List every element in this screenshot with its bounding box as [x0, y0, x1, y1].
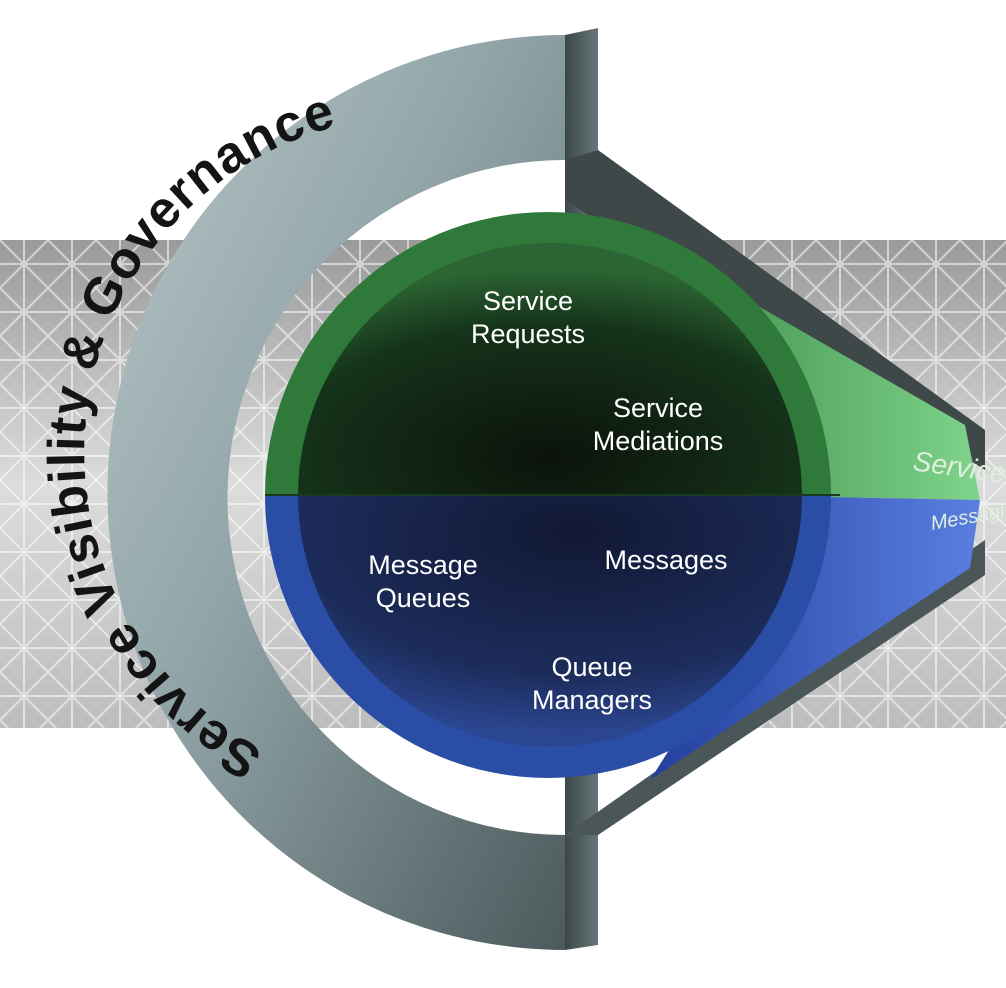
- queue-managers-item: Queue Managers: [532, 652, 652, 715]
- svg-text:Managers: Managers: [532, 685, 652, 715]
- service-requests-item: Service Requests: [471, 286, 585, 349]
- svg-text:Mediations: Mediations: [593, 426, 724, 456]
- service-mediations-item: Service Mediations: [593, 393, 724, 456]
- core-disk: [265, 212, 840, 778]
- svg-text:Message: Message: [368, 550, 478, 580]
- top-half: [298, 243, 802, 495]
- svg-text:Queues: Queues: [376, 583, 471, 613]
- svg-text:Messages: Messages: [604, 545, 727, 575]
- svg-text:Service: Service: [483, 286, 573, 316]
- svg-text:Requests: Requests: [471, 319, 585, 349]
- messages-item: Messages: [604, 545, 727, 575]
- svg-text:Service: Service: [613, 393, 703, 423]
- bottom-half: [298, 495, 802, 747]
- message-queues-item: Message Queues: [368, 550, 478, 613]
- svg-text:Queue: Queue: [551, 652, 632, 682]
